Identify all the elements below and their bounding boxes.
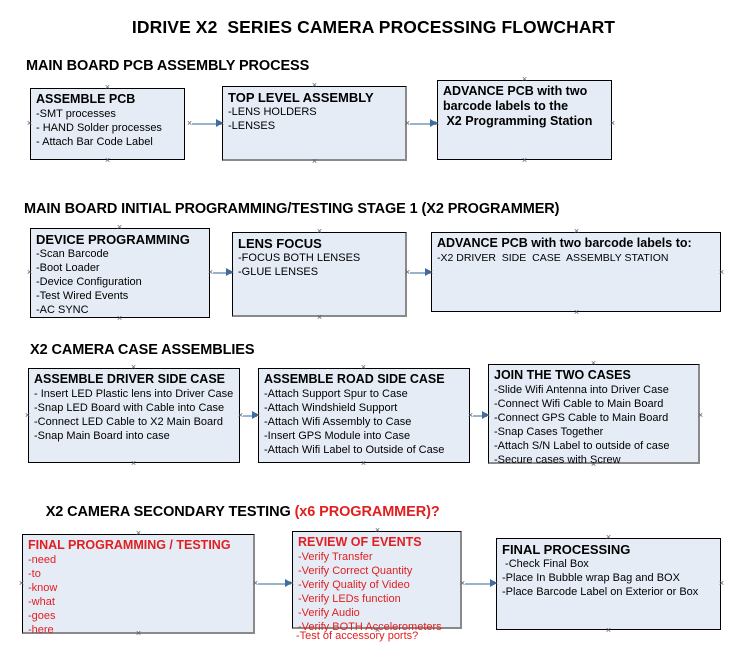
connector-line bbox=[192, 123, 224, 125]
box-item: -Verify BOTH Accelerometers bbox=[298, 621, 442, 633]
box-title: REVIEW OF EVENTS bbox=[298, 535, 422, 549]
connector-arrowhead bbox=[285, 579, 292, 587]
connector-line bbox=[410, 272, 432, 274]
box-join-the-two-cases[interactable]: JOIN THE TWO CASES -Slide Wifi Antenna i… bbox=[488, 364, 700, 466]
box-title: ASSEMBLE PCB bbox=[36, 92, 136, 106]
box-item: -Verify Correct Quantity bbox=[298, 565, 413, 577]
box-title: TOP LEVEL ASSEMBLY bbox=[228, 90, 374, 105]
box-item: -Check Final Box bbox=[502, 558, 589, 570]
connector-arrowhead bbox=[425, 268, 432, 276]
box-item: -FOCUS BOTH LENSES bbox=[238, 252, 361, 264]
connector-arrowhead bbox=[482, 411, 489, 419]
box-title: ASSEMBLE DRIVER SIDE CASE bbox=[34, 372, 226, 386]
connector-line bbox=[243, 415, 257, 417]
box-title-line: ADVANCE PCB with two bbox=[443, 84, 588, 98]
box-item: -Scan Barcode bbox=[36, 248, 109, 260]
box-item: -Test Wired Events bbox=[36, 290, 129, 302]
box-title-line: barcode labels to the bbox=[443, 99, 569, 113]
box-item: -Verify Audio bbox=[298, 607, 360, 619]
box-item: -here bbox=[28, 624, 54, 636]
section-heading-x2-camera-secondary-testing: X2 CAMERA SECONDARY TESTING (x6 PROGRAMM… bbox=[30, 488, 440, 536]
section-heading-accent: (x6 PROGRAMMER)? bbox=[294, 504, 440, 520]
box-item: -Snap Main Board into case bbox=[34, 430, 170, 442]
box-title: LENS FOCUS bbox=[238, 236, 322, 251]
box-device-programming[interactable]: DEVICE PROGRAMMING -Scan Barcode -Boot L… bbox=[30, 228, 210, 318]
box-item: -Connect GPS Cable to Main Board bbox=[494, 412, 669, 424]
connector-line bbox=[410, 123, 438, 125]
box-item: -Slide Wifi Antenna into Driver Case bbox=[494, 384, 669, 396]
connector-arrowhead bbox=[490, 579, 497, 587]
box-item: - Attach Bar Code Label bbox=[36, 136, 153, 148]
box-item: -GLUE LENSES bbox=[238, 266, 319, 278]
box-item: -Connect LED Cable to X2 Main Board bbox=[34, 416, 223, 428]
box-item: -LENS HOLDERS bbox=[228, 106, 317, 118]
box-assemble-driver-side-case[interactable]: ASSEMBLE DRIVER SIDE CASE - Insert LED P… bbox=[28, 368, 240, 463]
box-title: FINAL PROGRAMMING / TESTING bbox=[28, 538, 231, 552]
connector-arrowhead bbox=[216, 119, 223, 127]
connector-arrowhead bbox=[430, 119, 437, 127]
box-item: -Attach S/N Label to outside of case bbox=[494, 440, 670, 452]
box-advance-pcb-to-programming-station[interactable]: ADVANCE PCB with two barcode labels to t… bbox=[437, 80, 612, 160]
page-title: IDRIVE X2 SERIES CAMERA PROCESSING FLOWC… bbox=[131, 17, 616, 37]
box-item: -Attach Wifi Assembly to Case bbox=[264, 416, 412, 428]
box-item: -Connect Wifi Cable to Main Board bbox=[494, 398, 664, 410]
box-item: -X2 DRIVER SIDE CASE ASSEMBLY STATION bbox=[437, 252, 669, 264]
box-title: ADVANCE PCB with two barcode labels to: bbox=[437, 236, 692, 250]
box-item: -need bbox=[28, 554, 57, 566]
box-title: FINAL PROCESSING bbox=[502, 542, 631, 557]
box-item: -Verify LEDs function bbox=[298, 593, 401, 605]
box-final-programming-testing[interactable]: FINAL PROGRAMMING / TESTING -need -to -k… bbox=[22, 534, 255, 636]
connector-arrowhead bbox=[252, 411, 259, 419]
connector-line bbox=[213, 272, 233, 274]
box-item: -Place Barcode Label on Exterior or Box bbox=[502, 586, 699, 598]
box-item: -LENSES bbox=[228, 120, 276, 132]
box-assemble-pcb[interactable]: ASSEMBLE PCB -SMT processes - HAND Solde… bbox=[30, 88, 185, 160]
box-advance-pcb-to-driver-side-case[interactable]: ADVANCE PCB with two barcode labels to: … bbox=[431, 232, 721, 312]
box-item: - HAND Solder processes bbox=[36, 122, 162, 134]
box-assemble-road-side-case[interactable]: ASSEMBLE ROAD SIDE CASE -Attach Support … bbox=[258, 368, 470, 463]
connector-line bbox=[473, 415, 487, 417]
box-title: JOIN THE TWO CASES bbox=[494, 368, 631, 382]
box-lens-focus[interactable]: LENS FOCUS -FOCUS BOTH LENSES -GLUE LENS… bbox=[232, 232, 407, 317]
box-item: -goes bbox=[28, 610, 56, 622]
connector-line bbox=[258, 583, 288, 585]
box-item: -Place In Bubble wrap Bag and BOX bbox=[502, 572, 680, 584]
box-top-level-assembly[interactable]: TOP LEVEL ASSEMBLY -LENS HOLDERS -LENSES bbox=[222, 86, 407, 161]
box-item: -Attach Support Spur to Case bbox=[264, 388, 408, 400]
box-title: ASSEMBLE ROAD SIDE CASE bbox=[264, 372, 445, 386]
box-item: -Boot Loader bbox=[36, 262, 100, 274]
section-heading-x2-camera-case-assemblies: X2 CAMERA CASE ASSEMBLIES bbox=[30, 342, 255, 358]
box-item: -Snap LED Board with Cable into Case bbox=[34, 402, 225, 414]
box-item: - Insert LED Plastic lens into Driver Ca… bbox=[34, 388, 234, 400]
box-item: -Attach Windshield Support bbox=[264, 402, 398, 414]
box-final-processing[interactable]: FINAL PROCESSING -Check Final Box -Place… bbox=[496, 538, 721, 630]
box-item: -SMT processes bbox=[36, 108, 116, 120]
box-item: -Secure cases with Screw bbox=[494, 454, 621, 466]
box-item: -what bbox=[28, 596, 55, 608]
box-item: -to bbox=[28, 568, 41, 580]
section-heading-main-board-pcb-assembly: MAIN BOARD PCB ASSEMBLY PROCESS bbox=[26, 58, 310, 74]
box-title: DEVICE PROGRAMMING bbox=[36, 232, 190, 247]
section-heading-text: X2 CAMERA SECONDARY TESTING bbox=[45, 504, 295, 520]
box-item: -AC SYNC bbox=[36, 304, 89, 316]
box-item: -know bbox=[28, 582, 58, 594]
connector-arrowhead bbox=[226, 268, 233, 276]
box-title-line: X2 Programming Station bbox=[443, 114, 593, 128]
box-item: -Insert GPS Module into Case bbox=[264, 430, 411, 442]
connector-line bbox=[465, 583, 493, 585]
box-item: -Device Configuration bbox=[36, 276, 142, 288]
box-item: -Attach Wifi Label to Outside of Case bbox=[264, 444, 445, 456]
section-heading-main-board-initial-programming: MAIN BOARD INITIAL PROGRAMMING/TESTING S… bbox=[24, 201, 560, 217]
box-item: -Snap Cases Together bbox=[494, 426, 604, 438]
box-item-overflow: -Test of accessory ports? bbox=[296, 630, 419, 642]
box-item: -Verify Quality of Video bbox=[298, 579, 410, 591]
box-item: -Verify Transfer bbox=[298, 551, 373, 563]
box-review-of-events[interactable]: REVIEW OF EVENTS -Verify Transfer -Verif… bbox=[292, 531, 462, 633]
